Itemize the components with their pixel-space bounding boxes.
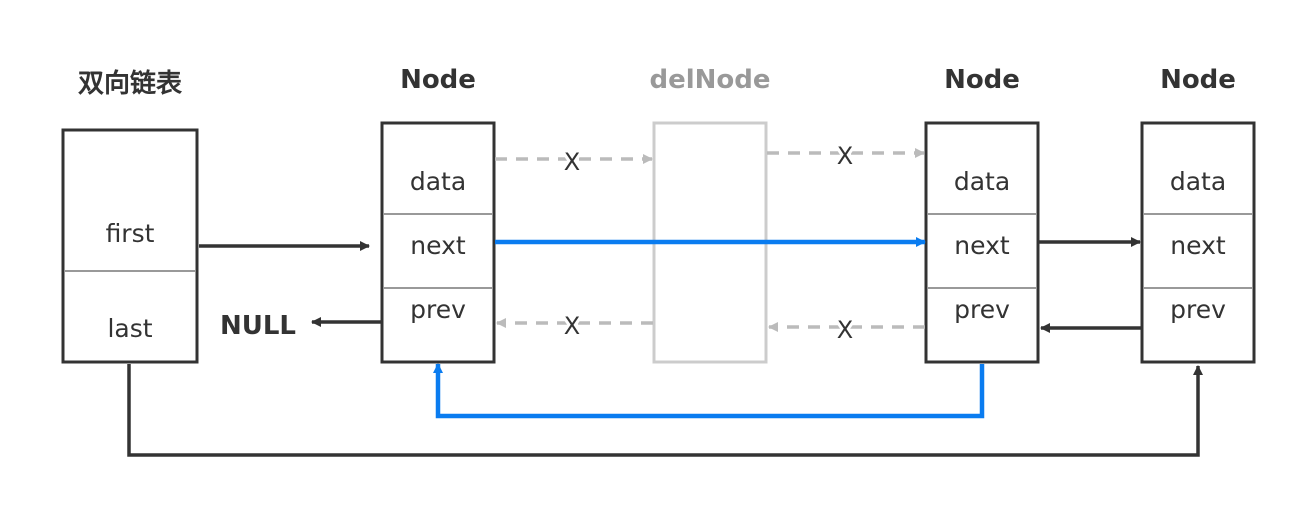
list-first-label: first xyxy=(106,219,155,248)
list-head-box: first last xyxy=(61,128,199,364)
node-3-title: Node xyxy=(944,65,1020,95)
node-1-prev: prev xyxy=(410,295,466,324)
node-1-data: data xyxy=(410,167,466,196)
null-label: NULL xyxy=(220,311,296,341)
removed-link-mark-3: X xyxy=(564,312,580,340)
node-3-next: next xyxy=(954,231,1010,260)
node-4-data: data xyxy=(1170,167,1226,196)
node-1-title: Node xyxy=(400,65,476,95)
node-4-title: Node xyxy=(1160,65,1236,95)
last-pointer-arrow xyxy=(127,364,1203,457)
node-4-prev: prev xyxy=(1170,295,1226,324)
node-4-next: next xyxy=(1170,231,1226,260)
list-title: 双向链表 xyxy=(78,68,183,99)
node-3-data: data xyxy=(954,167,1010,196)
node-3-prev: prev xyxy=(954,295,1010,324)
new-prev-link-arrow xyxy=(433,363,985,419)
node-1-next: next xyxy=(410,231,466,260)
list-last-label: last xyxy=(107,314,152,343)
removed-link-mark-4: X xyxy=(837,316,853,344)
node-4-box: data next prev xyxy=(1140,121,1256,364)
node-3-box: data next prev xyxy=(924,121,1040,364)
removed-link-mark-1: X xyxy=(564,148,580,176)
node-1-box: data next prev xyxy=(380,121,496,364)
del-node-title: delNode xyxy=(649,65,770,95)
removed-link-mark-2: X xyxy=(837,142,853,170)
